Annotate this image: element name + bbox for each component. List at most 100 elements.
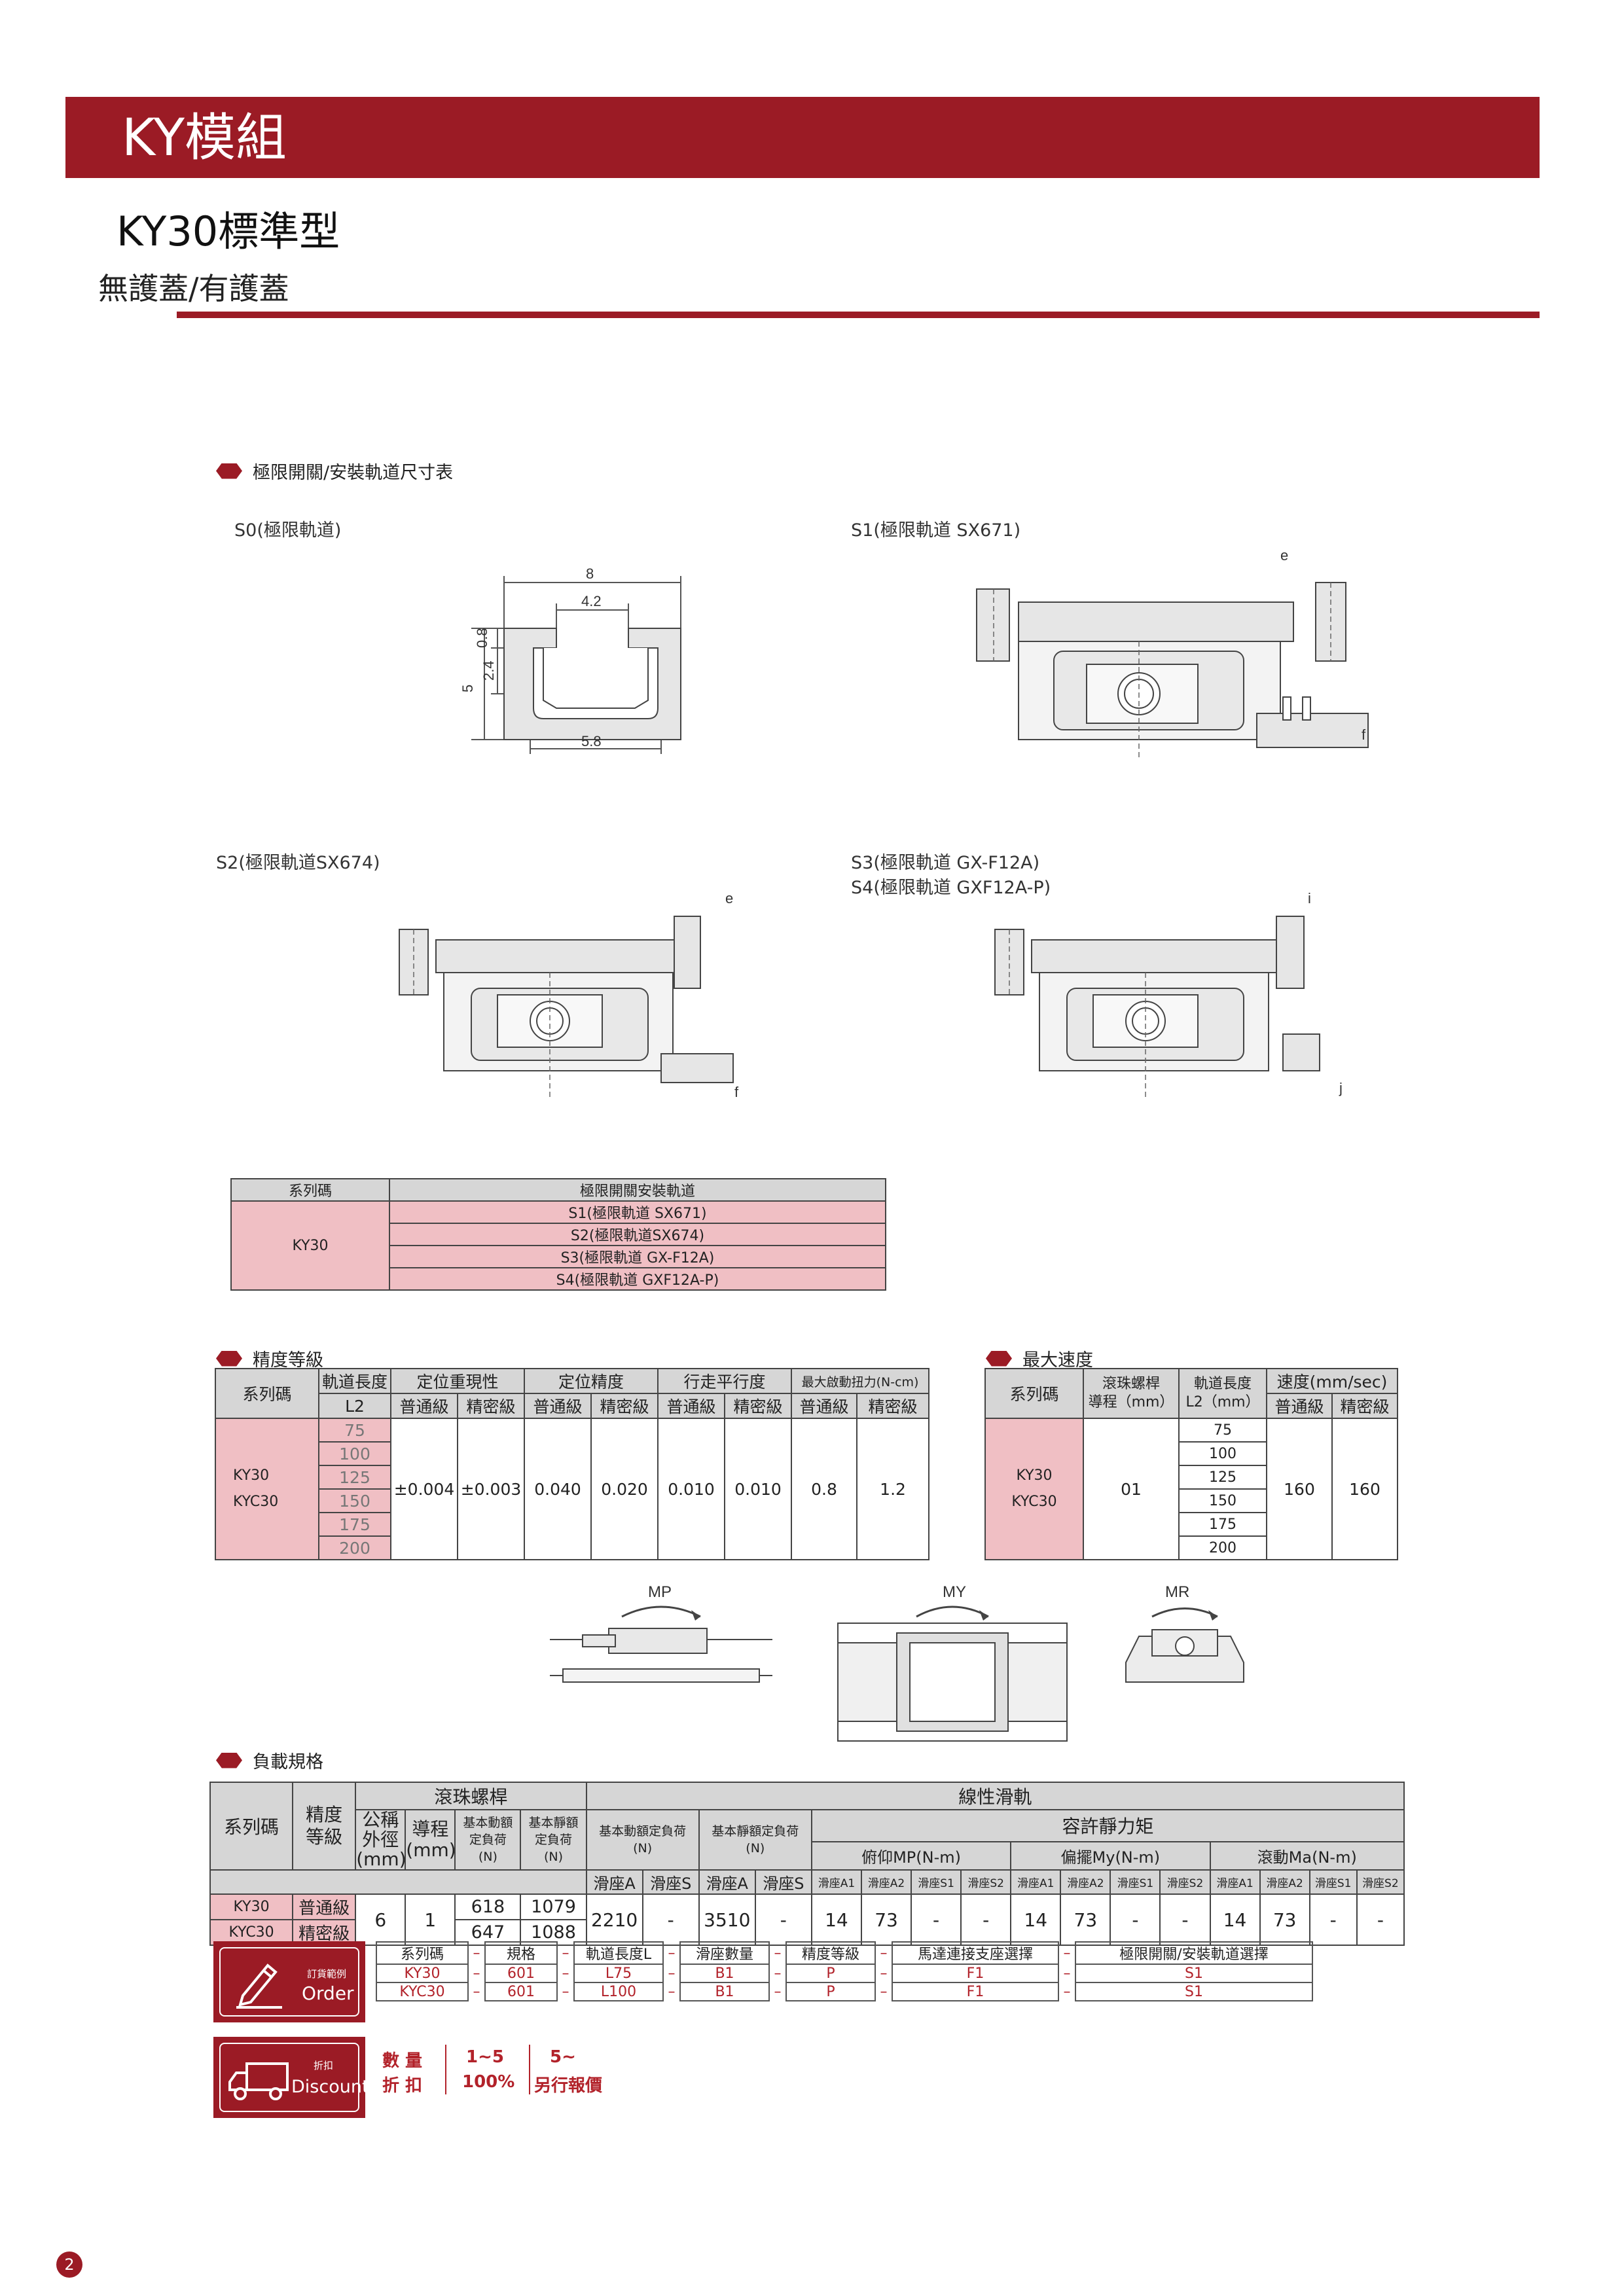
th-precise: 精密級 [724,1393,793,1419]
cell-my: 14 [1010,1893,1062,1946]
discount-rate-label: 折 扣 [382,2076,423,2096]
th-lead: 滾珠螺桿導程（mm） [1083,1368,1180,1419]
svg-text:4.2: 4.2 [581,593,602,609]
cell-mp: - [911,1893,962,1946]
cell-my: - [1110,1893,1161,1946]
s1-assembly-drawing: ef [976,550,1369,759]
truck-icon [228,2062,289,2100]
svg-text:e: e [725,890,733,906]
s2-assembly-drawing: ef [399,890,739,1100]
svg-text:8: 8 [586,565,594,582]
dash-separator: – [562,1983,569,2000]
svg-text:MR: MR [1165,1583,1189,1601]
svg-text:MP: MP [648,1583,672,1601]
cell-order: P [785,1982,876,2001]
th-spacer [209,1869,587,1895]
cell-length: 150 [318,1488,391,1513]
th-repeatability: 定位重現性 [389,1368,526,1394]
cell-length: 75 [1178,1418,1267,1443]
section-bullet-icon [216,1752,242,1768]
cell-order: 601 [484,1964,558,1983]
th-block-s1: 滑座S1 [1110,1869,1161,1895]
dash-separator: – [880,1983,888,2000]
cell-value: 0.040 [524,1418,592,1560]
cell-length: 100 [1178,1441,1267,1466]
cell-mp: - [960,1893,1012,1946]
th-series: 系列碼 [230,1178,390,1202]
th-order-length: 軌道長度L [573,1941,664,1965]
th-block-a1: 滑座A1 [1010,1869,1062,1895]
th-lead: 導程(mm) [405,1809,456,1871]
cell-order: 601 [484,1982,558,2001]
dash-separator: – [668,1945,676,1962]
cell-order: L100 [573,1982,664,2001]
cell-my: 73 [1060,1893,1111,1946]
svg-text:2.4: 2.4 [480,660,497,681]
model-title: KY30標準型 [117,207,340,255]
th-ma: 滾動Ma(N-m) [1209,1840,1405,1871]
dash-separator: – [880,1965,888,1982]
dash-separator: – [473,1983,480,2000]
cell-lead: 01 [1083,1418,1180,1560]
cell-length: 125 [318,1465,391,1490]
section-load-title: 負載規格 [216,1748,323,1773]
th-my: 偏擺My(N-m) [1010,1840,1211,1871]
cell-ma: - [1356,1893,1405,1946]
th-order-switch: 極限開關/安裝軌道選擇 [1075,1941,1313,1965]
cell-order: B1 [679,1964,770,1983]
cell-static: 1079 [520,1893,587,1920]
label-s4: S4(極限軌道 GXF12A-P) [851,878,1051,898]
discount-qty-label: 數 量 [382,2051,423,2071]
dash-separator: – [1063,1945,1071,1962]
cell-order: S1 [1075,1982,1313,2001]
cell-rail-dyn-a: 2210 [585,1893,643,1946]
cell-order: F1 [892,1964,1059,1983]
th-block-s1: 滑座S1 [1308,1869,1358,1895]
discount-rate-1: 100% [462,2072,515,2092]
cell-ma: - [1308,1893,1358,1946]
th-dynamic-load: 基本動額定負荷(N) [454,1809,522,1871]
th-grade: 精度等級 [292,1782,357,1871]
cell-series: KYC30 [209,1919,294,1946]
dash-separator: – [880,1945,888,1962]
pencil-icon [236,1964,282,2009]
cell-value: 0.020 [590,1418,659,1560]
cell-rail: S4(極限軌道 GXF12A-P) [389,1267,886,1291]
order-badge-word: Order [302,1982,354,2004]
th-parallelism: 行走平行度 [657,1368,793,1394]
discount-divider [529,2045,530,2094]
s3-s4-assembly-drawing: ij [994,890,1343,1100]
cell-grade: 普通級 [292,1893,357,1920]
cell-rail-dyn-s: - [641,1893,700,1946]
title-banner: KY模組 [65,97,1540,178]
cell-order: B1 [679,1982,770,2001]
cell-rail: S2(極限軌道SX674) [389,1223,886,1246]
section-bullet-icon [986,1350,1012,1367]
cell-order: S1 [1075,1964,1313,1983]
cell-order: F1 [892,1982,1059,2001]
section-bullet-icon [216,463,242,479]
th-static-load: 基本靜額定負荷(N) [520,1809,587,1871]
discount-qty-2: 5~ [550,2047,576,2067]
dash-separator: – [562,1965,569,1982]
th-rail-static: 基本靜額定負荷(N) [698,1809,812,1871]
cell-rail-stat-a: 3510 [698,1893,756,1946]
label-s1: S1(極限軌道 SX671) [851,520,1021,541]
dash-separator: – [1063,1983,1071,2000]
dash-separator: – [562,1945,569,1962]
header-divider [177,312,1540,318]
th-normal: 普通級 [657,1393,726,1419]
cell-mp: 14 [810,1893,862,1946]
page-number: 2 [56,2251,82,2278]
svg-text:MY: MY [943,1583,966,1601]
th-precise: 精密級 [856,1393,930,1419]
th-order-motor: 馬達連接支座選擇 [892,1941,1059,1965]
cell-rail-stat-s: - [754,1893,812,1946]
cell-lead: 1 [405,1893,456,1946]
discount-badge-small: 折扣 [314,2060,334,2072]
cell-order: KY30 [376,1964,469,1983]
cell-speed-normal: 160 [1266,1418,1333,1560]
